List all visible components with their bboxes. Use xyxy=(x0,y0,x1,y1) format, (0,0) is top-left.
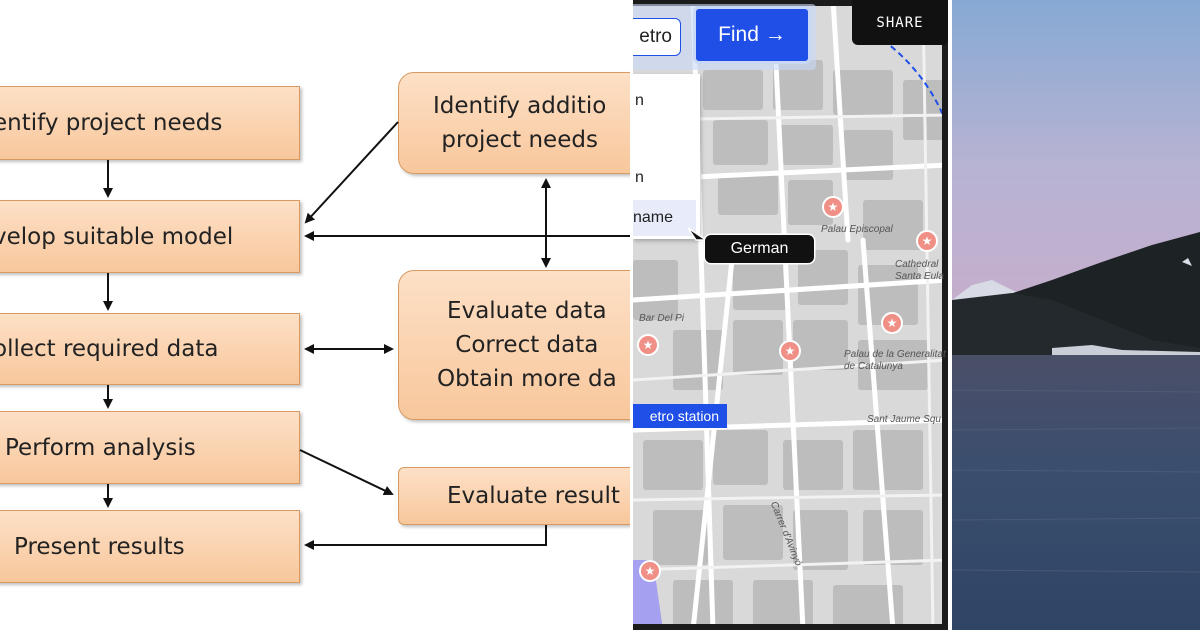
lake-mountain-image xyxy=(952,0,1200,630)
flow-box-develop-model: velop suitable model xyxy=(0,200,300,273)
landscape-photo xyxy=(952,0,1200,630)
poi-star-icon[interactable]: ★ xyxy=(637,334,659,356)
dropdown-item[interactable]: n xyxy=(635,169,644,186)
flow-box-collect-data: ollect required data xyxy=(0,313,300,385)
panel-divider xyxy=(948,0,952,630)
flow-box-label: Perform analysis xyxy=(5,434,196,461)
language-tooltip: German xyxy=(705,235,814,263)
flowchart-panel: entify project needs velop suitable mode… xyxy=(0,72,632,583)
flow-box-label-line3: Obtain more da xyxy=(437,366,617,392)
flow-box-label: ollect required data xyxy=(0,336,219,362)
map-panel[interactable]: etro Find → SHARE n n name German etro s… xyxy=(633,0,948,630)
flow-box-label: Evaluate result xyxy=(447,483,620,509)
flow-box-present-results: Present results xyxy=(0,510,300,583)
flow-box-label-line2: project needs xyxy=(441,127,598,153)
arrow-right-icon: → xyxy=(764,23,786,46)
flow-box-label-line1: Evaluate data xyxy=(447,298,607,324)
flow-box-perform-analysis: Perform analysis xyxy=(0,411,300,484)
language-dropdown[interactable]: n n name xyxy=(633,74,700,239)
map-label-line: de Catalunya xyxy=(844,361,903,372)
flow-box-label-line2: Correct data xyxy=(455,332,599,358)
poi-star-icon[interactable]: ★ xyxy=(916,230,938,252)
map-label-palau-generalitat: Palau de la Generalitat de Catalunya xyxy=(844,349,946,373)
flow-box-label: entify project needs xyxy=(0,110,223,136)
map-label-line: Santa Eula xyxy=(895,271,944,282)
flow-box-identify-needs: entify project needs xyxy=(0,86,300,160)
share-button[interactable]: SHARE xyxy=(852,0,948,45)
map-top-strip xyxy=(633,0,948,6)
poi-star-icon[interactable]: ★ xyxy=(639,560,661,582)
map-label-palau-episcopal: Palau Episcopal xyxy=(821,224,893,235)
metro-station-tag[interactable]: etro station xyxy=(633,404,727,428)
flow-box-evaluate-results: Evaluate result xyxy=(398,467,632,525)
dropdown-item-selected[interactable]: name xyxy=(633,200,696,236)
search-input[interactable]: etro xyxy=(633,18,681,56)
flow-box-evaluate-data: Evaluate data Correct data Obtain more d… xyxy=(398,270,632,420)
flow-box-additional-needs: Identify additio project needs xyxy=(398,72,632,174)
map-label-line: Cathedral xyxy=(895,259,939,270)
flow-box-label: velop suitable model xyxy=(0,223,234,250)
panel-divider xyxy=(630,0,634,630)
find-button[interactable]: Find → xyxy=(696,9,808,61)
map-label-bar-del-pi: Bar Del Pi xyxy=(639,313,685,324)
poi-star-icon[interactable]: ★ xyxy=(881,312,903,334)
find-button-label: Find xyxy=(718,23,759,46)
poi-star-icon[interactable]: ★ xyxy=(822,196,844,218)
cursor-pointer-icon xyxy=(687,227,709,241)
flow-box-label-line1: Identify additio xyxy=(433,93,607,119)
map-label-sant-jaume: Sant Jaume Squ xyxy=(867,414,941,425)
dropdown-item[interactable]: n xyxy=(635,92,644,109)
flow-box-label: Present results xyxy=(14,533,185,560)
map-label-cathedral: Cathedral Santa Eula xyxy=(895,259,944,283)
poi-star-icon[interactable]: ★ xyxy=(779,340,801,362)
map-label-line: Palau de la Generalitat xyxy=(844,349,946,360)
